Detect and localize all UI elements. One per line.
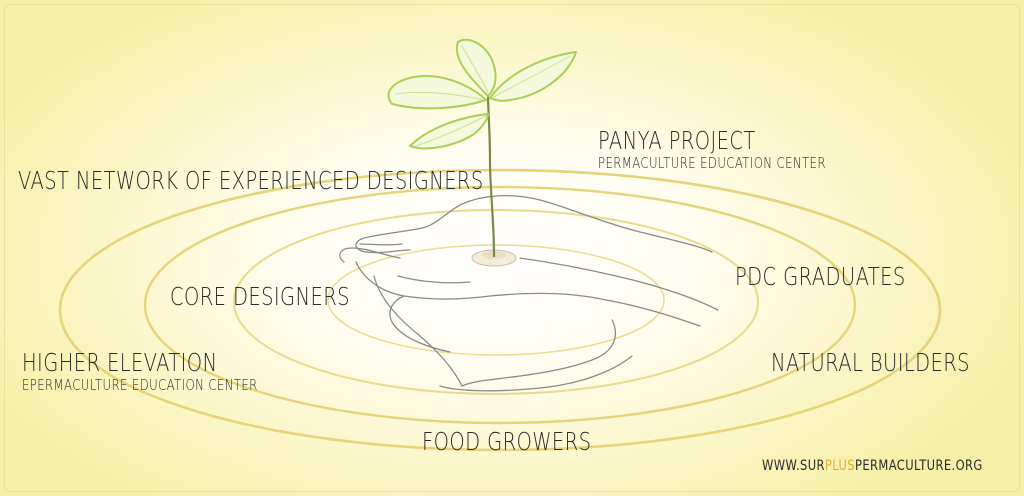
- ripple-ring-2: [233, 209, 759, 395]
- label-vast-network: VAST NETWORK OF EXPERIENCED DESIGNERS: [18, 166, 484, 195]
- label-food-growers: FOOD GROWERS: [422, 427, 592, 456]
- website-suffix: PERMACULTURE.ORG: [855, 458, 983, 474]
- cupped-hands-illustration: [339, 195, 719, 392]
- ripple-ring-3: [143, 185, 857, 425]
- ripple-rings: [58, 168, 942, 452]
- leaf-lower-left: [409, 113, 489, 150]
- seedling-stem: [486, 94, 496, 258]
- label-natural-builders: NATURAL BUILDERS: [771, 348, 970, 377]
- seedling-illustration: [387, 38, 577, 258]
- label-core-designers: CORE DESIGNERS: [170, 282, 350, 311]
- website-url[interactable]: WWW.SURPLUSPERMACULTURE.ORG: [762, 458, 983, 474]
- website-prefix: WWW.SUR: [762, 458, 825, 474]
- leaf-left: [387, 75, 487, 110]
- label-higher-subtitle: EPERMACULTURE EDUCATION CENTER: [22, 376, 258, 394]
- label-panya-subtitle: PERMACULTURE EDUCATION CENTER: [598, 154, 826, 172]
- ripple-ring-4: [58, 168, 942, 452]
- label-pdc-graduates: PDC GRADUATES: [735, 262, 906, 291]
- label-higher-elevation: HIGHER ELEVATION: [22, 348, 218, 377]
- website-accent: PLUS: [824, 458, 856, 474]
- label-panya-project: PANYA PROJECT: [598, 126, 756, 155]
- ripple-ring-1: [327, 244, 665, 356]
